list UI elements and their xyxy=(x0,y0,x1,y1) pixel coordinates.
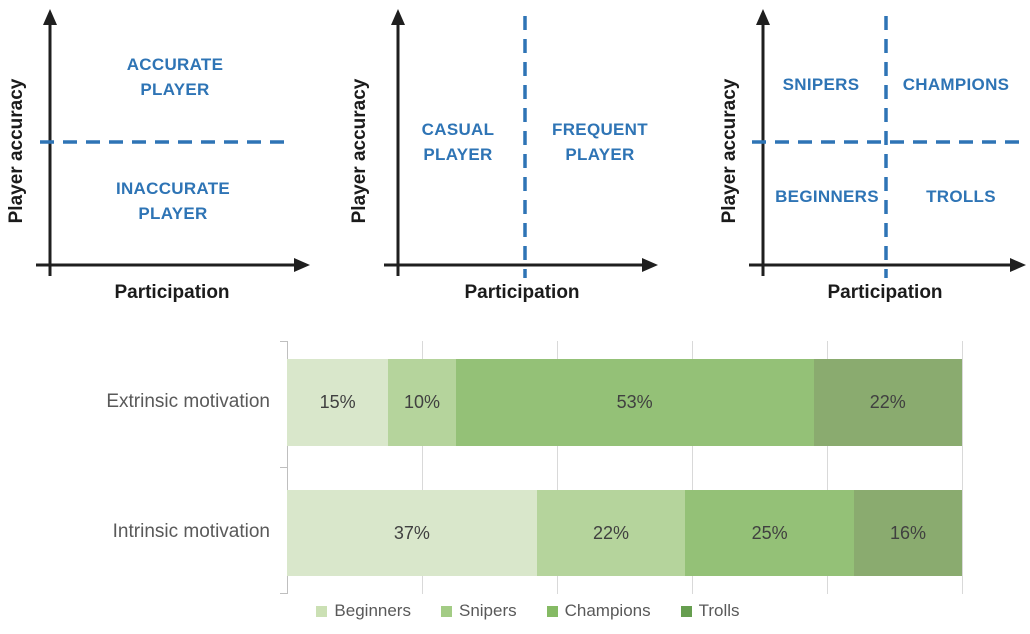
bar-value-label: 15% xyxy=(319,392,356,412)
axis-tick xyxy=(280,341,287,342)
axes-graphic xyxy=(384,9,658,278)
legend-label: Beginners xyxy=(334,601,411,620)
bar-segment-champions: 53% xyxy=(455,359,814,446)
legend-label: Champions xyxy=(564,601,651,620)
quadrant-label-inaccurate-player: INACCURATE PLAYER xyxy=(115,179,231,223)
quadrant-label-trolls: TROLLS xyxy=(926,187,996,206)
gridline-40 xyxy=(557,341,558,594)
y-axis-label: Player accuracy xyxy=(6,78,27,224)
bar-intrinsic-motivation: 37% 22% 25% 16% xyxy=(287,490,962,576)
axis-tick xyxy=(280,593,287,594)
bar-segment-champions: 25% xyxy=(685,490,854,576)
legend-swatch-icon xyxy=(680,605,692,617)
bar-value-label: 37% xyxy=(393,522,430,543)
quadrant-label-champions: CHAMPIONS xyxy=(902,75,1010,94)
axes-graphic xyxy=(36,9,310,276)
quadrant-label-beginners: BEGINNERS xyxy=(775,187,879,206)
gridline-20 xyxy=(422,341,423,594)
x-axis-label: Participation xyxy=(827,282,943,303)
legend-swatch-icon xyxy=(440,605,452,617)
bar-value-label: 16% xyxy=(889,522,927,543)
chart-legend: Beginners Snipers Champions Trolls xyxy=(150,601,906,621)
y-axis-label: Player accuracy xyxy=(349,78,370,224)
x-axis-label: Participation xyxy=(114,282,230,303)
legend-item-champions: Champions xyxy=(546,601,651,621)
bar-segment-trolls: 22% xyxy=(813,359,962,446)
quadrant-diagram-accuracy: Player accuracy ACCURATE PLAYER INACCURA… xyxy=(0,0,330,320)
bar-segment-beginners: 37% xyxy=(287,490,537,576)
bar-segment-snipers: 22% xyxy=(536,490,686,576)
category-label-extrinsic: Extrinsic motivation xyxy=(106,391,270,412)
quadrant-label-snipers: SNIPERS xyxy=(782,75,860,94)
quadrant-label-casual-player: CASUAL PLAYER xyxy=(421,120,495,164)
bar-value-label: 53% xyxy=(616,392,653,412)
x-axis-label: Participation xyxy=(464,282,580,303)
axis-tick xyxy=(280,467,287,468)
bar-extrinsic-motivation: 15% 10% 53% 22% xyxy=(287,359,962,446)
legend-label: Snipers xyxy=(458,601,517,620)
bar-segment-snipers: 10% xyxy=(388,359,456,446)
bar-value-label: 10% xyxy=(403,392,441,412)
plot-area: 15% 10% 53% 22% 37% 22% 25% 16% xyxy=(280,341,963,594)
legend-item-trolls: Trolls xyxy=(680,601,740,621)
legend-swatch-icon xyxy=(546,605,558,617)
gridline-100 xyxy=(962,341,963,594)
y-axis-label: Player accuracy xyxy=(719,78,740,224)
gridline-80 xyxy=(827,341,828,594)
value-axis-line xyxy=(287,341,288,594)
legend-item-beginners: Beginners xyxy=(316,601,411,621)
bar-value-label: 22% xyxy=(869,392,906,412)
quadrant-label-frequent-player: FREQUENT PLAYER xyxy=(552,120,648,164)
bar-value-label: 25% xyxy=(751,522,788,543)
legend-label: Trolls xyxy=(698,601,740,620)
quadrant-diagram-participation: Player accuracy CASUAL PLAYER FREQUENT P… xyxy=(340,0,670,320)
category-label-intrinsic: Intrinsic motivation xyxy=(112,521,270,542)
gridline-60 xyxy=(692,341,693,594)
quadrant-diagram-player-types: Player accuracy SNIPERS CHAMPIONS BEGINN… xyxy=(690,0,1030,320)
axes-graphic xyxy=(749,9,1028,278)
quadrant-label-accurate-player: ACCURATE PLAYER xyxy=(126,55,224,99)
bar-segment-beginners: 15% xyxy=(287,359,389,446)
legend-swatch-icon xyxy=(316,605,328,617)
bar-segment-trolls: 16% xyxy=(854,490,962,576)
legend-item-snipers: Snipers xyxy=(440,601,517,621)
bar-value-label: 22% xyxy=(592,522,630,543)
